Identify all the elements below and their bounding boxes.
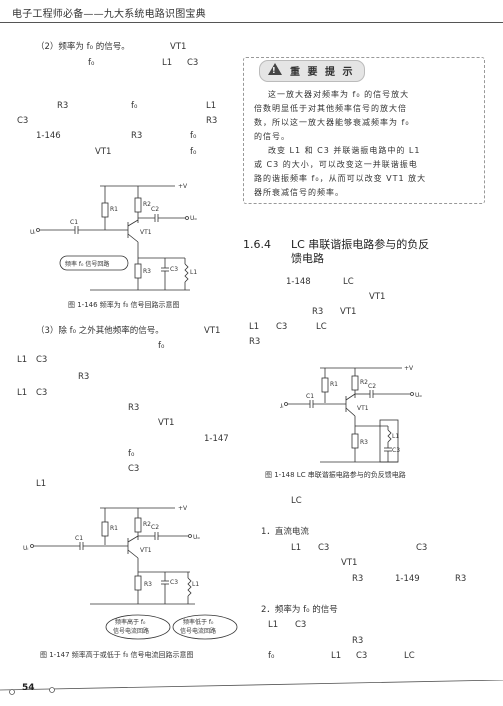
svg-text:Uₒ: Uₒ [193, 534, 200, 541]
svg-text:R1: R1 [110, 206, 118, 213]
svg-text:R3: R3 [360, 439, 368, 446]
svg-text:+V: +V [404, 365, 414, 372]
svg-text:C3: C3 [170, 266, 178, 273]
page-footer-line [0, 680, 503, 695]
figure-1-147: +V R1 R2 C2 Uₒ Uᵢ C1 VT1 R3 C3 L1 频率高于 f… [23, 505, 238, 640]
svg-text:C1: C1 [70, 219, 78, 226]
loop-label-box [59, 255, 129, 271]
figure-1-147-caption: 图 1-147 频率高于或低于 f₀ 信号电流回路示意图 [40, 651, 194, 659]
svg-text:R1: R1 [330, 381, 338, 388]
r3 [134, 263, 142, 279]
svg-text:Uᵢ: Uᵢ [23, 545, 28, 552]
r2 [134, 197, 142, 213]
r1 [101, 202, 109, 218]
section-title-line2: 馈电路 [291, 252, 324, 265]
svg-text:信号电流回路: 信号电流回路 [113, 627, 149, 635]
svg-text:Uᵢ: Uᵢ [280, 403, 283, 410]
important-note-box [243, 57, 485, 204]
figure-1-146: +V R1 R2 C2 Uₒ Uᵢ C1 VT1 R3 C3 L1 频率 f₀ … [30, 183, 197, 291]
svg-text:C2: C2 [151, 206, 159, 213]
lc-text: LC [291, 496, 302, 506]
svg-text:频率低于 f₀: 频率低于 f₀ [183, 618, 214, 626]
svg-text:Uₒ: Uₒ [415, 392, 422, 399]
note-title: 重 要 提 示 [290, 67, 355, 78]
section-title-line1: LC 串联谐振电路参与的负反 [291, 238, 430, 251]
high-freq-loop [105, 614, 171, 640]
svg-text:R1: R1 [110, 525, 118, 532]
figure-1-146-caption: 图 1-146 频率为 f₀ 信号回路示意图 [68, 301, 180, 309]
warning-mark: ! [272, 66, 276, 75]
svg-text:VT1: VT1 [357, 405, 369, 412]
svg-text:C2: C2 [151, 524, 159, 531]
svg-text:C3: C3 [170, 579, 178, 586]
svg-text:C1: C1 [306, 393, 314, 400]
svg-text:C2: C2 [368, 383, 376, 390]
svg-text:R2: R2 [360, 379, 368, 386]
page-header: 电子工程师必备——九大系统电路识图宝典 [12, 9, 206, 20]
svg-text:L1: L1 [192, 581, 199, 588]
note-title-pill [259, 60, 365, 82]
heading-dc-current: 1．直流电流 [261, 527, 309, 537]
svg-text:Uₒ: Uₒ [190, 215, 197, 222]
svg-text:VT1: VT1 [140, 547, 152, 554]
figure-1-148: +V R1 R2 C2 Uₒ Uᵢ C1 VT1 R3 L1 C3 [280, 365, 422, 463]
svg-text:R2: R2 [143, 201, 151, 208]
svg-text:R2: R2 [143, 521, 151, 528]
svg-text:R3: R3 [143, 268, 151, 275]
figure-1-148-caption: 图 1-148 LC 串联谐振电路参与的负反馈电路 [265, 471, 406, 479]
svg-text:频率 f₀ 信号回路: 频率 f₀ 信号回路 [65, 260, 109, 268]
svg-text:频率高于 f₀: 频率高于 f₀ [115, 618, 146, 626]
section-number: 1.6.4 [243, 238, 271, 251]
svg-text:Uᵢ: Uᵢ [30, 229, 35, 236]
vplus-label: +V [178, 183, 188, 190]
svg-text:L1: L1 [392, 433, 399, 440]
svg-text:R3: R3 [144, 581, 152, 588]
svg-text:+V: +V [178, 505, 188, 512]
svg-text:C1: C1 [75, 535, 83, 542]
svg-text:信号电流回路: 信号电流回路 [180, 627, 216, 635]
page-number: 54 [22, 683, 35, 693]
heading-f0-signal: 2．频率为 f₀ 的信号 [261, 605, 338, 615]
svg-text:L1: L1 [190, 269, 197, 276]
svg-text:VT1: VT1 [140, 229, 152, 236]
header-rule [0, 22, 503, 23]
warning-icon [268, 63, 282, 75]
low-freq-loop [172, 614, 238, 640]
svg-text:C3: C3 [392, 447, 400, 454]
